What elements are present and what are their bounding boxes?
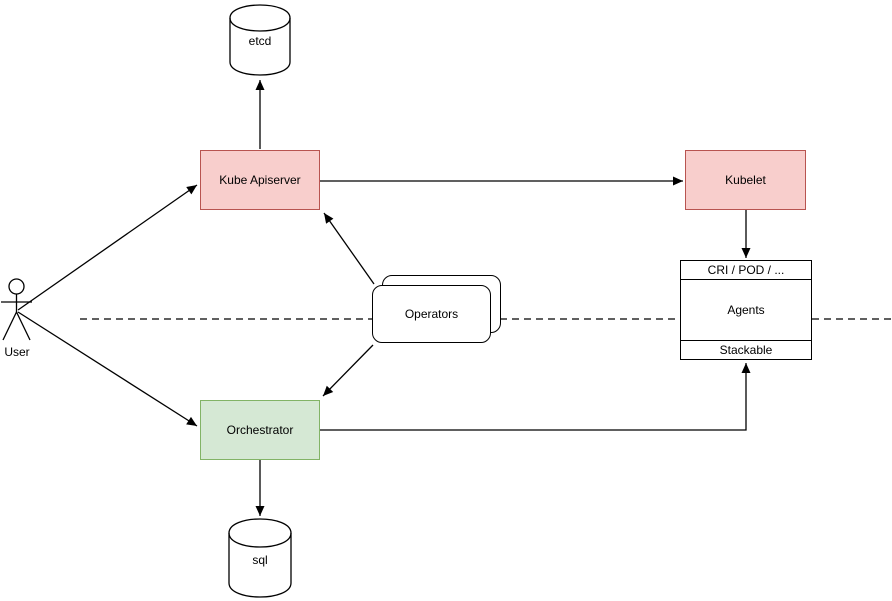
etcd-cylinder-shape: [229, 4, 291, 76]
node-kube-apiserver: Kube Apiserver: [200, 150, 320, 210]
sql-label: sql: [252, 553, 268, 567]
stack-section-cri-pod: CRI / POD / ...: [681, 261, 811, 280]
arrow-user-to-orchestrator: [17, 311, 198, 427]
cri-pod-label: CRI / POD / ...: [707, 262, 785, 277]
node-kubelet: Kubelet: [685, 150, 806, 210]
user-actor-icon: [1, 278, 32, 341]
stack-section-stackable: Stackable: [681, 340, 811, 359]
stackable-label: Stackable: [719, 342, 773, 357]
node-orchestrator: Orchestrator: [200, 400, 320, 460]
etcd-label: etcd: [248, 34, 272, 48]
sql-cylinder-shape: [228, 518, 292, 598]
kube-apiserver-label: Kube Apiserver: [219, 172, 301, 187]
arrow-operators-to-orchestrator: [322, 344, 374, 397]
orchestrator-label: Orchestrator: [226, 422, 294, 437]
arrow-user-to-apiserver: [17, 184, 198, 311]
node-operators: Operators: [372, 285, 491, 343]
kubelet-label: Kubelet: [725, 172, 766, 187]
user-label: User: [4, 345, 30, 359]
arrow-operators-to-apiserver: [323, 212, 375, 285]
arrow-orchestrator-to-stackable: [320, 363, 751, 431]
node-agents-stack: CRI / POD / ... Agents Stackable: [680, 260, 812, 360]
agents-label: Agents: [727, 302, 765, 317]
operators-label: Operators: [404, 306, 459, 321]
stack-section-agents: Agents: [681, 280, 811, 340]
